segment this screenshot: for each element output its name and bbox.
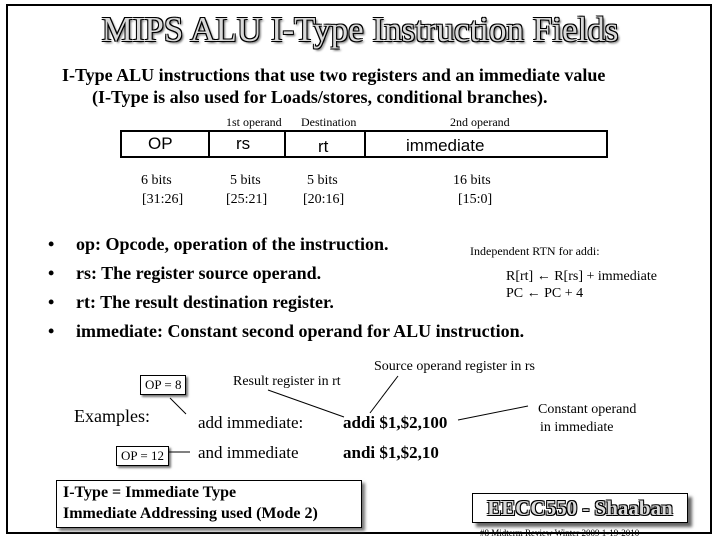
rtn-title: Independent RTN for addi: <box>470 244 600 258</box>
field-rs-bits: 5 bits <box>230 173 261 188</box>
field-rt-label: rt <box>318 137 329 156</box>
rtn-line-2: PC ← PC + 4 <box>506 286 584 301</box>
field-divider-2 <box>284 130 286 158</box>
bullet-op: • op: Opcode, operation of the instructio… <box>48 234 524 263</box>
rtn-line-1: R[rt] ← R[rs] + immediate <box>506 269 657 284</box>
bullet-rt: • rt: The result destination register. <box>48 292 524 321</box>
source-operand-note: Source operand register in rs <box>374 359 535 374</box>
subtitle-line-1: I-Type ALU instructions that use two reg… <box>62 65 606 85</box>
bullet-dot: • <box>48 263 55 283</box>
subtitle-line-2: (I-Type is also used for Loads/stores, c… <box>92 87 548 107</box>
bullet-text: op: Opcode, operation of the instruction… <box>76 234 389 254</box>
field-rs-range: [25:21] <box>226 192 268 207</box>
bullet-text: rs: The register source operand. <box>76 263 322 283</box>
bullet-text: rt: The result destination register. <box>76 292 334 312</box>
bullet-dot: • <box>48 321 55 341</box>
field-op-label: OP <box>148 134 173 153</box>
course-badge: EECC550 - Shaaban <box>472 493 688 523</box>
andi-name: and immediate <box>198 443 299 462</box>
first-operand-label: 1st operand <box>226 115 282 129</box>
immediate-connector <box>457 405 529 421</box>
op8-connector <box>169 397 187 415</box>
bullet-immediate: • immediate: Constant second operand for … <box>48 321 524 350</box>
slide-frame <box>6 4 712 534</box>
bullet-dot: • <box>48 234 55 254</box>
field-op-range: [31:26] <box>142 192 184 207</box>
rs-connector <box>369 375 399 414</box>
field-op-bits: 6 bits <box>141 173 172 188</box>
addi-code: addi $1,$2,100 <box>343 413 448 432</box>
itype-line-1: I-Type = Immediate Type <box>63 484 237 501</box>
examples-label: Examples: <box>74 406 150 426</box>
bullet-rs: • rs: The register source operand. <box>48 263 524 292</box>
field-rt-bits: 5 bits <box>307 173 338 188</box>
field-divider-1 <box>208 130 210 158</box>
bullet-dot: • <box>48 292 55 312</box>
destination-label: Destination <box>301 115 357 129</box>
constant-operand-note-line-2: in immediate <box>540 420 614 435</box>
field-rs-label: rs <box>236 134 251 153</box>
result-register-note: Result register in rt <box>233 374 341 389</box>
rt-connector <box>267 389 345 418</box>
field-immediate-label: immediate <box>406 136 485 155</box>
field-divider-3 <box>364 130 366 158</box>
rtn-box: R[rt] ← R[rs] + immediate PC ← PC + 4 <box>506 268 657 302</box>
op-12-badge: OP = 12 <box>116 446 169 466</box>
second-operand-label: 2nd operand <box>450 115 510 129</box>
field-rt-range: [20:16] <box>303 192 345 207</box>
addi-name: add immediate: <box>198 413 304 432</box>
constant-operand-note-line-1: Constant operand <box>538 402 637 417</box>
field-description-list: • op: Opcode, operation of the instructio… <box>48 234 524 350</box>
slide-title: MIPS ALU I-Type Instruction Fields <box>101 10 619 49</box>
field-immediate-bits: 16 bits <box>453 173 491 188</box>
op-8-badge: OP = 8 <box>140 375 187 395</box>
field-immediate-range: [15:0] <box>458 192 493 207</box>
itype-definition-box: I-Type = Immediate Type Immediate Addres… <box>56 480 362 528</box>
andi-code: andi $1,$2,10 <box>343 443 439 462</box>
itype-line-2: Immediate Addressing used (Mode 2) <box>63 505 318 522</box>
slide-footer: #8 Midterm Review Winter 2009 1-19-2010 <box>480 528 640 538</box>
bullet-text: immediate: Constant second operand for A… <box>76 321 525 341</box>
